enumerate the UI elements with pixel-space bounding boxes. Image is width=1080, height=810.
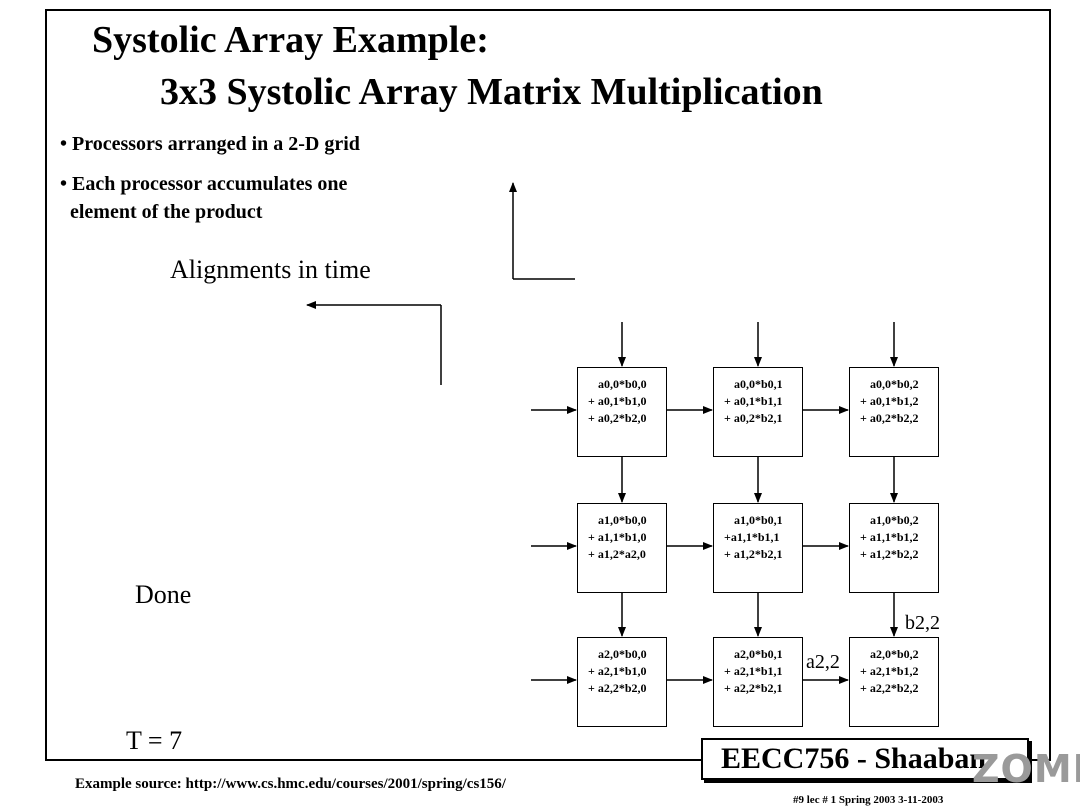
processor-cell-0-0: a0,0*b0,0 + a0,1*b1,0 + a0,2*b2,0 bbox=[577, 367, 667, 457]
cell-term: a2,0*b0,0 bbox=[598, 647, 647, 661]
cell-term: + a2,1*b1,0 bbox=[588, 664, 647, 678]
cell-term: a1,0*b0,2 bbox=[870, 513, 919, 527]
cell-term: a2,0*b0,2 bbox=[870, 647, 919, 661]
cell-term: a2,0*b0,1 bbox=[734, 647, 783, 661]
slide-title: Systolic Array Example: bbox=[92, 19, 489, 61]
cell-term: + a2,1*b1,2 bbox=[860, 664, 919, 678]
done-label: Done bbox=[135, 580, 192, 609]
slide-meta: #9 lec # 1 Spring 2003 3-11-2003 bbox=[793, 794, 944, 806]
cell-term: + a1,2*b2,1 bbox=[724, 547, 783, 561]
bullet-accumulate-line2: element of the product bbox=[70, 201, 263, 223]
course-box: EECC756 - Shaaban bbox=[701, 738, 1029, 780]
time-step-label: T = 7 bbox=[126, 726, 183, 755]
cell-term: a0,0*b0,2 bbox=[870, 377, 919, 391]
time-axis-arrow bbox=[509, 182, 575, 280]
processor-cell-1-1: a1,0*b0,1 +a1,1*b1,1 + a1,2*b2,1 bbox=[713, 503, 803, 593]
bullet-accumulate-line1: • Each processor accumulates one bbox=[60, 173, 348, 195]
cell-term: a0,0*b0,1 bbox=[734, 377, 783, 391]
cell-term: + a0,1*b1,0 bbox=[588, 394, 647, 408]
input-label-a22: a2,2 bbox=[806, 651, 840, 673]
cell-term: + a0,1*b1,2 bbox=[860, 394, 919, 408]
cell-term: + a1,2*a2,0 bbox=[588, 547, 646, 561]
cell-term: + a2,1*b1,1 bbox=[724, 664, 783, 678]
slide-subtitle: 3x3 Systolic Array Matrix Multiplication bbox=[160, 71, 823, 113]
processor-cell-1-2: a1,0*b0,2 + a1,1*b1,2 + a1,2*b2,2 bbox=[849, 503, 939, 593]
cell-term: + a1,1*b1,0 bbox=[588, 530, 647, 544]
processor-cell-1-0: a1,0*b0,0 + a1,1*b1,0 + a1,2*a2,0 bbox=[577, 503, 667, 593]
alignment-arrow bbox=[306, 301, 442, 385]
cell-term: + a1,1*b1,2 bbox=[860, 530, 919, 544]
processor-cell-0-1: a0,0*b0,1 + a0,1*b1,1 + a0,2*b2,1 bbox=[713, 367, 803, 457]
alignments-label: Alignments in time bbox=[170, 255, 371, 284]
cell-term: + a2,2*b2,0 bbox=[588, 681, 647, 695]
processor-cell-2-0: a2,0*b0,0 + a2,1*b1,0 + a2,2*b2,0 bbox=[577, 637, 667, 727]
cell-term: +a1,1*b1,1 bbox=[724, 530, 780, 544]
course-title: EECC756 - Shaaban bbox=[721, 742, 987, 775]
grid-arrows bbox=[531, 322, 898, 684]
processor-cell-2-2: a2,0*b0,2 + a2,1*b1,2 + a2,2*b2,2 bbox=[849, 637, 939, 727]
cell-term: + a0,2*b2,1 bbox=[724, 411, 783, 425]
cell-term: + a1,2*b2,2 bbox=[860, 547, 919, 561]
cell-term: + a0,2*b2,2 bbox=[860, 411, 919, 425]
processor-cell-2-1: a2,0*b0,1 + a2,1*b1,1 + a2,2*b2,1 bbox=[713, 637, 803, 727]
cell-term: + a2,2*b2,2 bbox=[860, 681, 919, 695]
cell-term: a1,0*b0,0 bbox=[598, 513, 647, 527]
cell-term: + a2,2*b2,1 bbox=[724, 681, 783, 695]
cell-term: a1,0*b0,1 bbox=[734, 513, 783, 527]
slide-frame bbox=[45, 9, 1051, 761]
cell-term: + a0,1*b1,1 bbox=[724, 394, 783, 408]
cell-term: + a0,2*b2,0 bbox=[588, 411, 647, 425]
watermark-logo: ZOMI酱 bbox=[972, 747, 1080, 791]
input-label-b22: b2,2 bbox=[905, 612, 940, 634]
example-source-link[interactable]: Example source: http://www.cs.hmc.edu/co… bbox=[75, 776, 506, 792]
bullet-processors-grid: • Processors arranged in a 2-D grid bbox=[60, 133, 360, 155]
cell-term: a0,0*b0,0 bbox=[598, 377, 647, 391]
processor-cell-0-2: a0,0*b0,2 + a0,1*b1,2 + a0,2*b2,2 bbox=[849, 367, 939, 457]
